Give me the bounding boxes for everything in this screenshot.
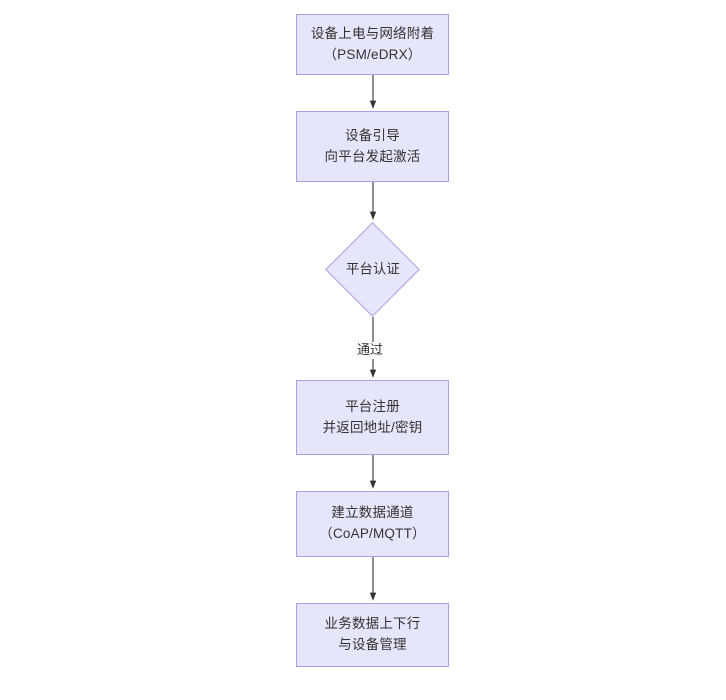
node-channel-line-1: 建立数据通道 <box>331 505 414 521</box>
node-service[interactable]: 业务数据上下行 与设备管理 <box>296 603 449 667</box>
node-auth-label: 平台认证 <box>345 261 400 277</box>
node-power-on[interactable]: 设备上电与网络附着 （PSM/eDRX） <box>296 14 449 75</box>
node-channel-line-2: （CoAP/MQTT） <box>319 526 426 541</box>
node-service-line-2: 与设备管理 <box>338 637 407 652</box>
node-bootstrap-line-2: 向平台发起激活 <box>324 148 421 164</box>
node-register-line-1: 平台注册 <box>345 398 400 414</box>
node-channel[interactable]: 建立数据通道 （CoAP/MQTT） <box>296 491 449 557</box>
edge-label-auth-pass: 通过 <box>355 342 386 359</box>
node-power-on-line-2: （PSM/eDRX） <box>323 46 422 62</box>
node-register-line-2: 并返回地址/密钥 <box>322 419 423 435</box>
node-bootstrap-line-1: 设备引导 <box>345 127 400 143</box>
node-power-on-line-1: 设备上电与网络附着 <box>310 25 435 41</box>
node-bootstrap[interactable]: 设备引导 向平台发起激活 <box>296 111 449 182</box>
node-service-line-1: 业务数据上下行 <box>324 616 421 632</box>
node-register[interactable]: 平台注册 并返回地址/密钥 <box>296 380 449 455</box>
